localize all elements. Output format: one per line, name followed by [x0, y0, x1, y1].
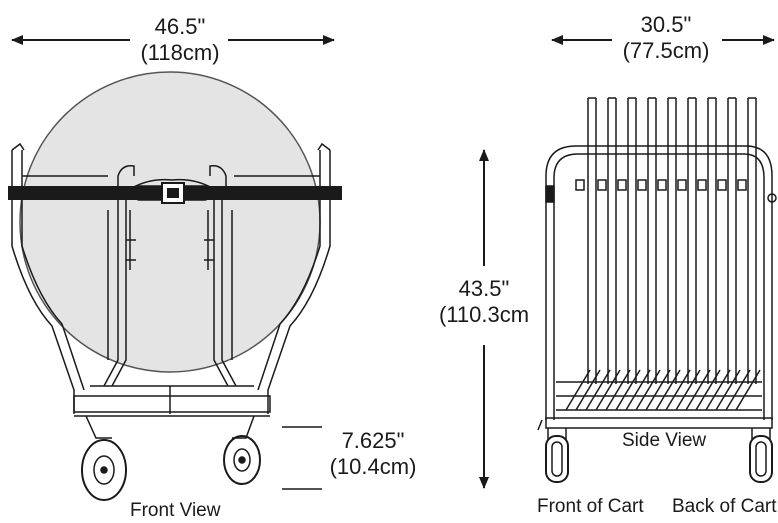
- side-width-label: 30.5" (77.5cm): [606, 12, 726, 64]
- side-view-cart: [537, 97, 777, 483]
- front-of-cart-caption: Front of Cart: [537, 496, 644, 517]
- height-cm: (110.3cm: [438, 302, 530, 327]
- side-view-caption: Side View: [622, 430, 707, 451]
- wheel-height-cm: (10.4cm): [329, 454, 417, 479]
- height-inches: 43.5": [458, 276, 510, 301]
- front-width-label: 46.5" (118cm): [120, 14, 240, 66]
- table-disc: [19, 71, 321, 373]
- stacked-tables: [587, 97, 757, 384]
- height-label: 43.5" (110.3cm: [432, 276, 536, 328]
- side-width-inches: 30.5": [640, 12, 692, 37]
- wheel-height-inches: 7.625": [341, 428, 405, 453]
- wheel-height-label: 7.625" (10.4cm): [318, 428, 428, 480]
- front-view-caption: Front View: [130, 500, 221, 521]
- back-of-cart-caption: Back of Cart: [672, 496, 777, 517]
- wheel-height-marks: [282, 426, 322, 490]
- side-width-cm: (77.5cm): [622, 38, 710, 63]
- front-width-cm: (118cm): [140, 40, 220, 65]
- tie-down-strap: [8, 182, 342, 204]
- front-view-cart: [11, 71, 331, 501]
- front-width-inches: 46.5": [154, 14, 206, 39]
